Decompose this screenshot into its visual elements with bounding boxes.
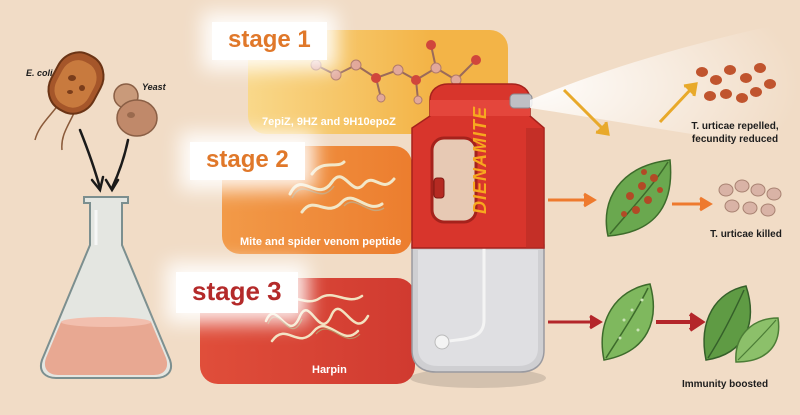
arrow-to-leaf-gold <box>562 88 610 136</box>
ecoli-cell-icon <box>34 51 105 151</box>
spray-mist <box>530 20 800 150</box>
arrow-to-leaf-orange <box>548 192 597 208</box>
erlenmeyer-flask-icon <box>40 196 172 379</box>
stage-3-tag: stage 3 <box>176 272 298 313</box>
outcome-repelled-line1: T. urticae repelled, <box>691 121 779 132</box>
organisms-and-flask <box>34 51 172 379</box>
repelled-mites-icon <box>696 63 776 103</box>
stage-1-compound-label: 7epiZ, 9HZ and 9H10epoZ <box>262 116 396 128</box>
treated-leaf-icon <box>601 283 654 361</box>
outcome-killed-label: T. urticae killed <box>710 229 782 240</box>
stage-1-tag: stage 1 <box>212 22 327 60</box>
killed-mites-icon <box>718 179 782 217</box>
arrow-to-leaf-red <box>548 314 603 330</box>
yeast-cell-icon <box>113 83 158 137</box>
outcome-repelled-line2: fecundity reduced <box>691 134 779 145</box>
ecoli-label: E. coli <box>26 68 53 78</box>
outcome-repelled-label: T. urticae repelled, fecundity reduced <box>680 120 790 146</box>
device-brand-label: DIENAMITE <box>470 106 490 214</box>
arrow-leaf-to-leaf-red <box>656 312 706 332</box>
stage-1-molecule-icon <box>310 40 481 105</box>
infested-leaf-icon <box>605 159 672 237</box>
organism-arrows <box>78 128 130 193</box>
stage-3-compound-label: Harpin <box>312 364 347 376</box>
dienamite-dispenser-device <box>410 83 546 388</box>
outcome-immunity-label: Immunity boosted <box>681 379 769 390</box>
yeast-label: Yeast <box>142 82 166 92</box>
stage-2-tag: stage 2 <box>190 142 305 180</box>
arrow-to-repelled-gold <box>658 82 698 124</box>
stage-3-protein-icon <box>264 294 370 343</box>
stage-2-peptide-icon <box>288 160 396 214</box>
arrow-to-killed-orange <box>672 196 713 212</box>
spray-and-effects <box>530 20 800 363</box>
healthy-leaves-icon <box>703 285 780 363</box>
stage-2-compound-label: Mite and spider venom peptide <box>240 236 402 248</box>
stage-2-band: Mite and spider venom peptide <box>222 146 412 254</box>
